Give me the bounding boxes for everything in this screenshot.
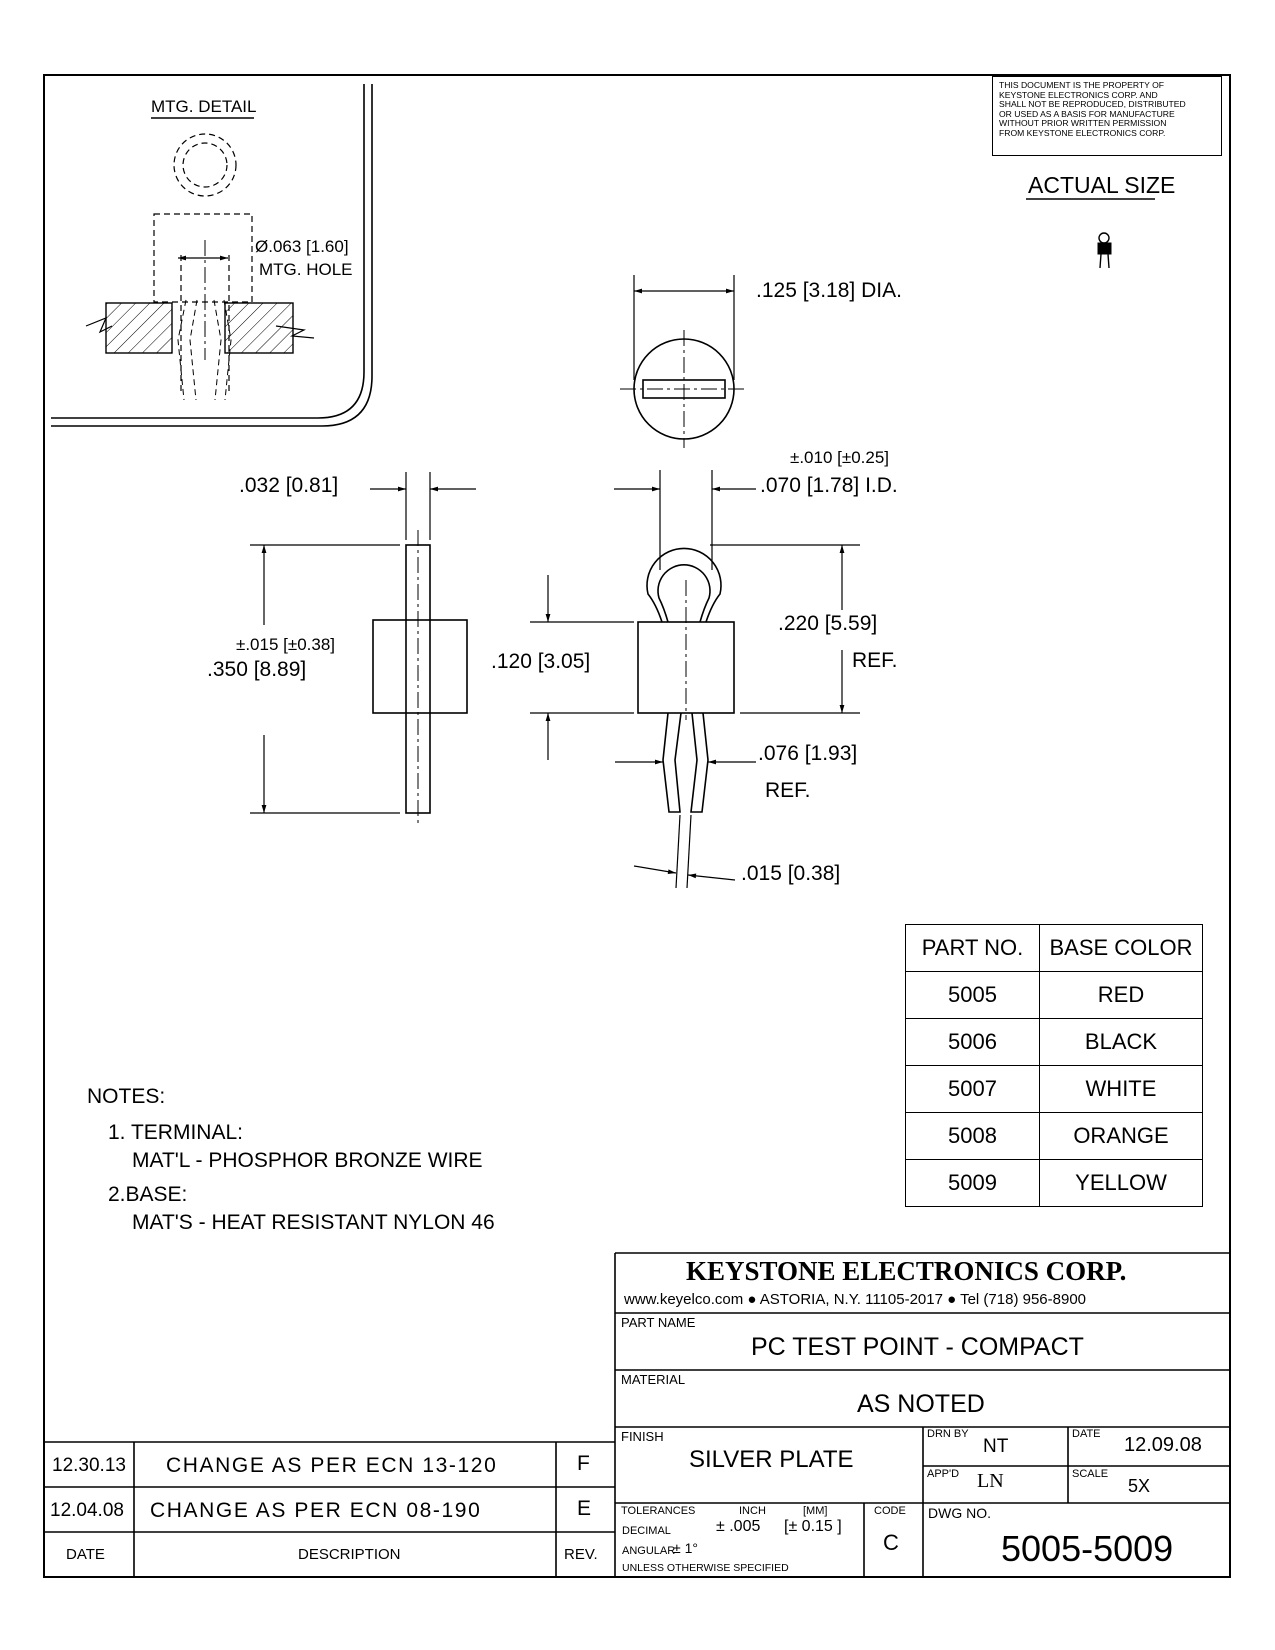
revision-description: CHANGE AS PER ECN 13-120 <box>166 1454 498 1477</box>
bullet-icon: ● <box>947 1291 961 1308</box>
website: www.keyelco.com <box>624 1291 744 1308</box>
mm-label: [MM] <box>803 1505 828 1517</box>
table-header-row: PART NO. BASE COLOR <box>905 924 1203 972</box>
mtg-hole-dimension: Ø.063 [1.60] <box>255 237 349 256</box>
mtg-hole-label: MTG. HOLE <box>259 260 353 279</box>
material-value: AS NOTED <box>857 1390 985 1418</box>
notice-line: WITHOUT PRIOR WRITTEN PERMISSION <box>999 118 1167 129</box>
notice-line: FROM KEYSTONE ELECTRONICS CORP. <box>999 127 1166 138</box>
part-name-label: PART NAME <box>621 1315 696 1330</box>
length-dimension: .350 [8.89] <box>207 658 307 681</box>
notice-line: THIS DOCUMENT IS THE PROPERTY OF <box>999 80 1165 90</box>
base-color: BLACK <box>1039 1018 1203 1066</box>
sheet-border <box>43 74 1231 1578</box>
table-row: 5005 RED <box>905 971 1203 1019</box>
actual-size-label: ACTUAL SIZE <box>1028 172 1176 198</box>
revision-description: CHANGE AS PER ECN 08-190 <box>150 1499 482 1522</box>
header-part-no: PART NO. <box>905 924 1040 972</box>
revision-header-rev: REV. <box>564 1546 598 1563</box>
note-1: 1. TERMINAL: <box>108 1121 243 1144</box>
notice-line: SHALL NOT BE REPRODUCED, DISTRIBUTED <box>999 99 1186 110</box>
revision-header-description: DESCRIPTION <box>298 1546 401 1563</box>
base-color: RED <box>1039 971 1203 1019</box>
finish-value: SILVER PLATE <box>689 1446 854 1473</box>
base-height-dimension: .120 [3.05] <box>491 650 591 673</box>
leg-ref-label: REF. <box>765 779 811 802</box>
revision-letter: F <box>577 1452 590 1475</box>
telephone: Tel (718) 956-8900 <box>960 1291 1087 1308</box>
scale-value: 5X <box>1128 1476 1151 1496</box>
leg-thickness-dimension: .015 [0.38] <box>741 862 841 885</box>
length-tolerance: ±.015 [±0.38] <box>236 635 336 654</box>
table-row: 5007 WHITE <box>905 1065 1203 1113</box>
parts-table: PART NO. BASE COLOR 5005 RED 5006 BLACK … <box>905 924 1203 1207</box>
height-ref-label: REF. <box>852 649 898 672</box>
drawing-date: 12.09.08 <box>1124 1434 1202 1456</box>
height-dimension: .220 [5.59] <box>778 612 878 635</box>
dwg-no-label: DWG NO. <box>928 1505 991 1521</box>
actual-size-part <box>1097 232 1112 269</box>
finish-label: FINISH <box>621 1429 664 1444</box>
id-dimension: .070 [1.78] I.D. <box>760 474 898 497</box>
tolerances-label: TOLERANCES <box>621 1505 696 1517</box>
code-label: CODE <box>874 1505 906 1517</box>
wire-dimension: .032 [0.81] <box>239 474 339 497</box>
front-view <box>530 470 860 889</box>
table-row: 5009 YELLOW <box>905 1159 1203 1207</box>
part-number: 5005 <box>905 971 1040 1019</box>
diameter-dimension: .125 [3.18] DIA. <box>756 279 902 302</box>
base-color: YELLOW <box>1039 1159 1203 1207</box>
drawing-number: 5005-5009 <box>1001 1528 1174 1569</box>
base-color: WHITE <box>1039 1065 1203 1113</box>
code-value: C <box>883 1530 899 1555</box>
approved-by: LN <box>977 1470 1004 1492</box>
table-row: 5006 BLACK <box>905 1018 1203 1066</box>
angular-tolerance: ± 1° <box>673 1540 698 1556</box>
note-1-detail: MAT'L - PHOSPHOR BRONZE WIRE <box>132 1149 483 1172</box>
revision-date: 12.04.08 <box>50 1500 124 1521</box>
company-name: KEYSTONE ELECTRONICS CORP. <box>686 1256 1127 1286</box>
base-color: ORANGE <box>1039 1112 1203 1160</box>
drawn-by-label: DRN BY <box>927 1428 969 1440</box>
drawn-by: NT <box>983 1436 1009 1457</box>
table-row: 5008 ORANGE <box>905 1112 1203 1160</box>
id-tolerance: ±.010 [±0.25] <box>790 448 890 467</box>
copyright-notice: THIS DOCUMENT IS THE PROPERTY OF KEYSTON… <box>992 76 1222 156</box>
part-number: 5008 <box>905 1112 1040 1160</box>
material-label: MATERIAL <box>621 1372 686 1387</box>
scale-label: SCALE <box>1072 1468 1109 1480</box>
date-label: DATE <box>1072 1428 1101 1440</box>
note-2-detail: MAT'S - HEAT RESISTANT NYLON 46 <box>132 1211 495 1234</box>
decimal-tolerance-mm: [± 0.15 ] <box>784 1518 842 1535</box>
mtg-detail-drawing <box>85 133 315 401</box>
bullet-icon: ● <box>747 1291 760 1308</box>
revision-date: 12.30.13 <box>52 1455 126 1476</box>
decimal-label: DECIMAL <box>622 1525 671 1537</box>
company-contact: www.keyelco.com ● ASTORIA, N.Y. 11105-20… <box>624 1291 1086 1308</box>
angular-label: ANGULAR <box>622 1545 676 1557</box>
revision-header-date: DATE <box>66 1546 105 1563</box>
header-base-color: BASE COLOR <box>1039 924 1203 972</box>
decimal-tolerance: ± .005 <box>716 1518 761 1535</box>
part-number: 5006 <box>905 1018 1040 1066</box>
notice-line: KEYSTONE ELECTRONICS CORP. AND <box>999 89 1158 100</box>
unless-note: UNLESS OTHERWISE SPECIFIED <box>622 1562 789 1574</box>
inch-label: INCH <box>739 1505 766 1517</box>
revision-letter: E <box>577 1497 592 1520</box>
approved-label: APP'D <box>927 1468 960 1480</box>
mtg-detail-title: MTG. DETAIL <box>151 97 257 116</box>
leg-width-dimension: .076 [1.93] <box>758 742 858 765</box>
top-view <box>620 275 748 448</box>
notes-title: NOTES: <box>87 1085 166 1108</box>
part-number: 5009 <box>905 1159 1040 1207</box>
part-name: PC TEST POINT - COMPACT <box>751 1333 1084 1361</box>
title-block-lines <box>44 1252 1230 1577</box>
note-2: 2.BASE: <box>108 1183 188 1206</box>
notice-line: OR USED AS A BASIS FOR MANUFACTURE <box>999 108 1175 119</box>
part-number: 5007 <box>905 1065 1040 1113</box>
side-view <box>250 472 476 826</box>
mtg-detail-frame <box>51 84 365 419</box>
address: ASTORIA, N.Y. 11105-2017 <box>759 1291 943 1308</box>
